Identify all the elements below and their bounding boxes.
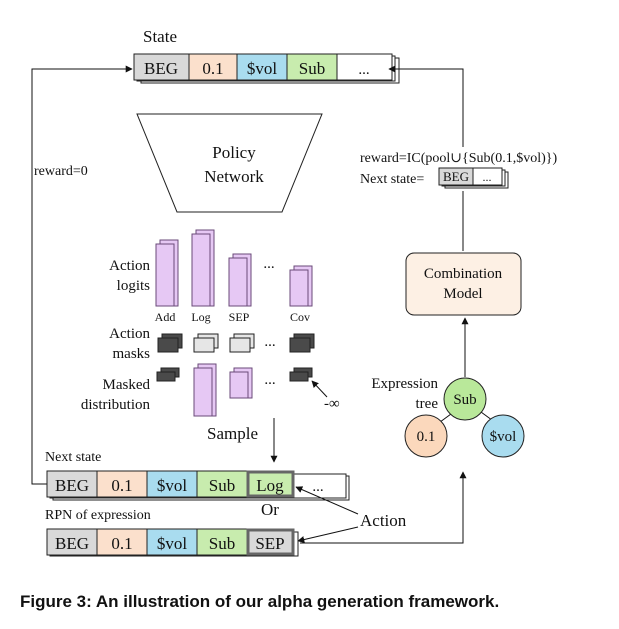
next-right-token-empty bbox=[472, 167, 503, 186]
masks-ellipsis: ... bbox=[264, 334, 275, 350]
state-token-feature bbox=[236, 53, 288, 81]
masked-sep bbox=[229, 371, 249, 399]
action-arrow-sep bbox=[297, 526, 359, 543]
next-token-label: 0.1 bbox=[111, 476, 132, 495]
next-right-token-label: ... bbox=[483, 170, 492, 184]
next-token-label: Log bbox=[256, 476, 284, 495]
action-logits-label: Action bbox=[109, 258, 150, 274]
rpn-token-sep bbox=[246, 528, 295, 556]
policy-network-shape bbox=[136, 113, 323, 213]
tree-node-sub bbox=[443, 377, 487, 421]
action-masks bbox=[157, 333, 315, 353]
next-state-right-row: BEG ... bbox=[438, 167, 509, 189]
state-token-label: 0.1 bbox=[202, 59, 223, 78]
masked-ellipsis: ... bbox=[264, 372, 275, 388]
logit-label-add: Add bbox=[155, 310, 176, 324]
mask-cov-dark bbox=[289, 337, 311, 353]
action-label: Action bbox=[360, 511, 407, 530]
action-arrow-log bbox=[295, 486, 359, 515]
rpn-row: BEG 0.1 $vol Sub SEP bbox=[46, 528, 299, 557]
rpn-token-label: Sub bbox=[209, 534, 235, 553]
next-right-token-label: BEG bbox=[443, 169, 469, 184]
logit-bar-add bbox=[155, 243, 175, 307]
rpn-token-label: $vol bbox=[157, 534, 188, 553]
combination-model-label: Combination bbox=[424, 266, 503, 282]
state-token-label: ... bbox=[358, 62, 369, 78]
tree-node-number bbox=[404, 414, 448, 458]
reward-left-label: reward=0 bbox=[34, 164, 88, 179]
rpn-to-tree-arrow bbox=[300, 471, 467, 544]
mask-sep-light bbox=[229, 337, 251, 353]
mask-add-dark bbox=[157, 337, 179, 353]
tree-node-label: Sub bbox=[453, 392, 476, 408]
next-token-label: ... bbox=[312, 479, 323, 495]
next-token-number bbox=[96, 470, 148, 498]
rpn-label: RPN of expression bbox=[45, 508, 151, 523]
masked-distribution-bars bbox=[156, 363, 313, 417]
next-token-feature bbox=[146, 470, 198, 498]
state-token-operator bbox=[286, 53, 338, 81]
masked-distribution-label: distribution bbox=[81, 397, 151, 413]
next-state-bottom-row: BEG 0.1 $vol Sub Log ... bbox=[46, 470, 350, 501]
masked-cov-flat bbox=[289, 371, 309, 382]
logit-label-cov: Cov bbox=[290, 310, 310, 324]
state-title: State bbox=[143, 27, 177, 46]
action-logits-label: logits bbox=[117, 278, 151, 294]
rpn-token-label: BEG bbox=[55, 534, 89, 553]
neg-inf-arrow bbox=[311, 380, 328, 398]
policy-network-label: Policy bbox=[212, 143, 256, 162]
sample-label: Sample bbox=[207, 424, 258, 443]
tree-node-feature bbox=[481, 414, 525, 458]
logit-bar-log bbox=[191, 233, 211, 307]
rpn-token-beg bbox=[46, 528, 98, 556]
logits-ellipsis: ... bbox=[263, 256, 274, 272]
state-token-row: BEG 0.1 $vol Sub ... bbox=[133, 53, 400, 84]
next-token-label: $vol bbox=[157, 476, 188, 495]
state-token-empty bbox=[336, 53, 393, 81]
expression-tree-label: Expression bbox=[371, 376, 438, 392]
figure-caption: Figure 3: An illustration of our alpha g… bbox=[20, 592, 499, 611]
mask-log-light bbox=[193, 337, 215, 353]
reward-right-label: reward=IC(pool∪{Sub(0.1,$vol)}) bbox=[360, 151, 557, 166]
masked-log bbox=[193, 367, 213, 417]
rpn-token-feature bbox=[146, 528, 198, 556]
left-feedback-arrow bbox=[31, 65, 133, 485]
next-state-bottom-label: Next state bbox=[45, 450, 101, 465]
masked-add-flat bbox=[156, 371, 176, 382]
logit-label-sep: SEP bbox=[229, 310, 250, 324]
tree-node-label: $vol bbox=[490, 429, 517, 445]
or-label: Or bbox=[261, 500, 279, 519]
next-state-right-label: Next state= bbox=[360, 172, 424, 187]
masked-distribution-label: Masked bbox=[103, 377, 151, 393]
state-token-label: $vol bbox=[247, 59, 278, 78]
combination-model-label: Model bbox=[443, 286, 482, 302]
rpn-token-label: 0.1 bbox=[111, 534, 132, 553]
expression-tree-label: tree bbox=[416, 396, 439, 412]
action-masks-label: Action bbox=[109, 326, 150, 342]
logit-bar-sep bbox=[228, 257, 248, 307]
rpn-token-label: SEP bbox=[255, 534, 284, 553]
policy-network-label: Network bbox=[204, 167, 264, 186]
next-token-label: BEG bbox=[55, 476, 89, 495]
neg-inf-label: -∞ bbox=[324, 396, 340, 412]
action-masks-label: masks bbox=[113, 346, 151, 362]
state-token-beg bbox=[133, 53, 190, 81]
logit-label-log: Log bbox=[191, 310, 210, 324]
next-token-new-log bbox=[246, 470, 295, 498]
combination-model-box bbox=[405, 252, 522, 316]
logit-bar-cov bbox=[289, 269, 309, 307]
state-token-label: Sub bbox=[299, 59, 325, 78]
state-token-label: BEG bbox=[144, 59, 178, 78]
rpn-token-operator bbox=[196, 528, 248, 556]
next-token-label: Sub bbox=[209, 476, 235, 495]
rpn-token-number bbox=[96, 528, 148, 556]
action-logits-bars bbox=[155, 229, 313, 307]
tree-node-label: 0.1 bbox=[417, 429, 436, 445]
